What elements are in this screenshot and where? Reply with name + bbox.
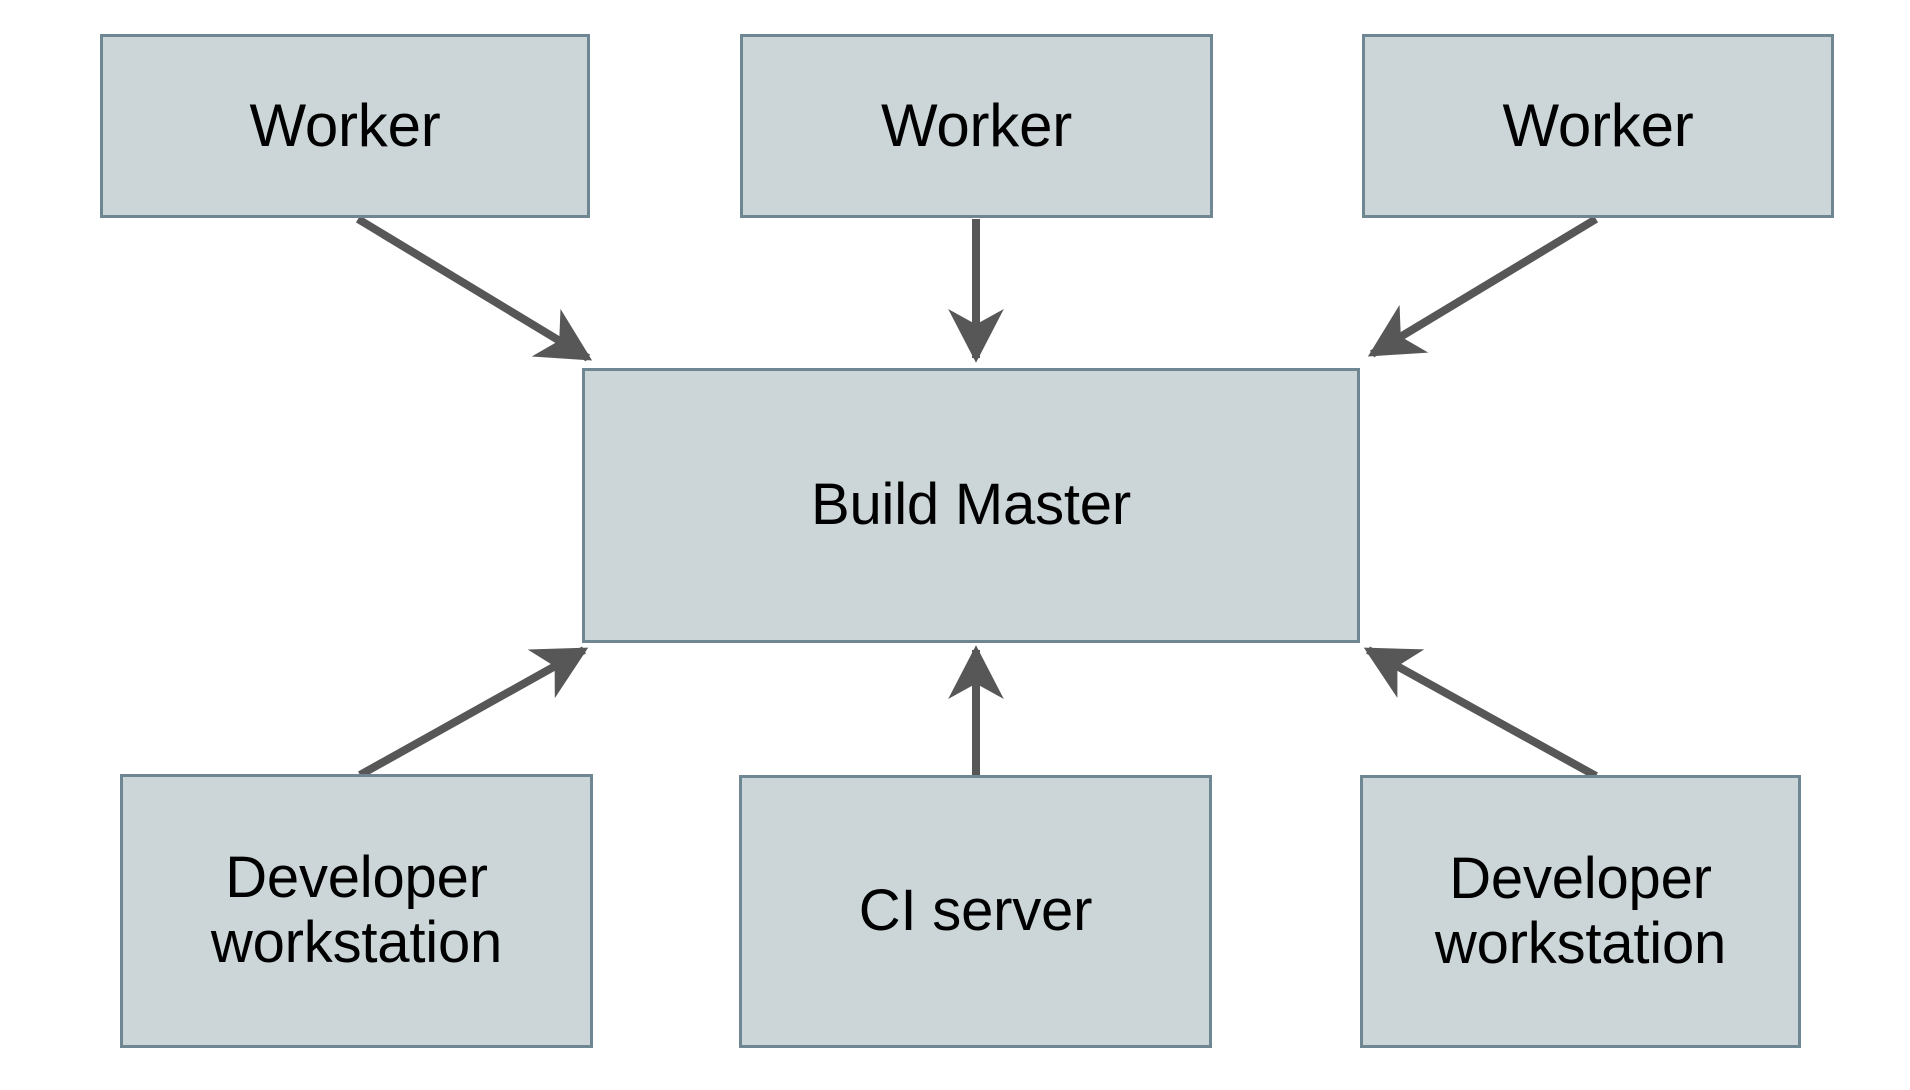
node-worker-3-label: Worker <box>1502 92 1694 160</box>
node-build-master-label: Build Master <box>811 472 1131 538</box>
node-worker-1[interactable]: Worker <box>100 34 590 218</box>
edge-devws-left-to-build-master <box>358 646 589 779</box>
edge-worker-1-to-build-master <box>355 215 593 362</box>
node-worker-2[interactable]: Worker <box>740 34 1213 218</box>
edge-devws-right-to-build-master <box>1363 646 1598 780</box>
node-developer-workstation-left[interactable]: Developer workstation <box>120 774 593 1048</box>
node-developer-workstation-left-label: Developer workstation <box>210 845 503 975</box>
edge-worker-3-to-build-master <box>1367 215 1599 358</box>
node-ci-server-label: CI server <box>858 878 1093 944</box>
node-worker-3[interactable]: Worker <box>1362 34 1834 218</box>
node-developer-workstation-right-label: Developer workstation <box>1434 845 1727 976</box>
node-developer-workstation-right[interactable]: Developer workstation <box>1360 775 1801 1048</box>
node-ci-server[interactable]: CI server <box>739 775 1212 1048</box>
node-worker-2-label: Worker <box>880 92 1073 160</box>
node-build-master[interactable]: Build Master <box>582 368 1360 643</box>
node-worker-1-label: Worker <box>249 92 441 160</box>
